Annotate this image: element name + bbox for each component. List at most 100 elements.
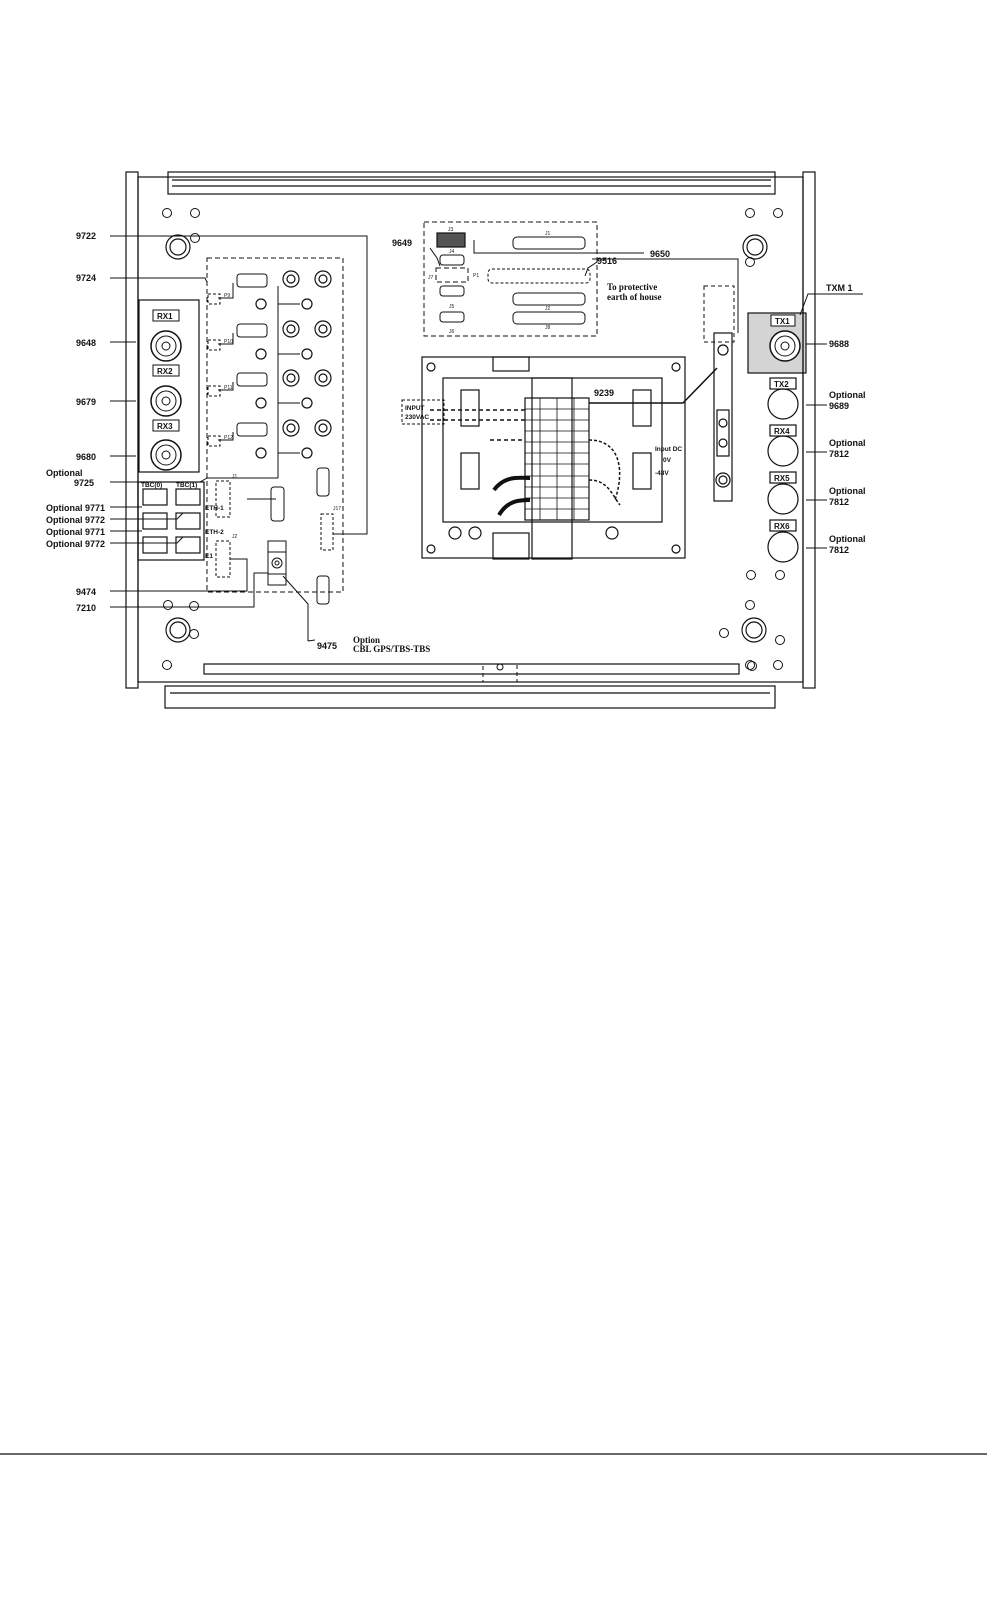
callout-leaders-top — [307, 240, 644, 642]
terminal-block-rows — [525, 398, 589, 520]
callout-optional-9771-a: Optional 9771 — [46, 503, 105, 513]
power-plate — [421, 356, 686, 560]
j6-label: J6 — [449, 329, 455, 335]
callout-9475: 9475 — [317, 641, 337, 651]
callout-7812a: 7812 — [829, 449, 849, 459]
tx-block — [747, 312, 807, 374]
mounting-holes — [162, 208, 785, 671]
callout-9724: 9724 — [76, 273, 96, 283]
bottom-strip — [203, 663, 740, 675]
rx-right-connectors — [767, 377, 799, 563]
input-ac-line2: 230VAC — [405, 414, 429, 421]
earth-wire — [592, 258, 739, 333]
rx6-label: RX6 — [774, 522, 790, 531]
callout-9650: 9650 — [650, 249, 670, 259]
j1-label: J1 — [232, 474, 238, 480]
input-dc-line2: 0V — [663, 457, 672, 464]
rx5-connector-icon — [767, 483, 799, 515]
right-flange — [802, 171, 816, 689]
callout-optional-9772-b: Optional 9772 — [46, 539, 105, 549]
callout-txm1: TXM 1 — [826, 283, 853, 293]
protective-earth-line1: To protective — [607, 282, 657, 292]
callout-7812b: 7812 — [829, 497, 849, 507]
bottom-dashed-item — [482, 663, 518, 683]
p9-label: P9 — [224, 293, 230, 299]
callout-9679: 9679 — [76, 397, 96, 407]
p10-label: P10 — [224, 339, 233, 345]
j7-label: J7 — [428, 275, 434, 281]
top-rail — [167, 171, 776, 195]
option-label: Option — [353, 635, 380, 645]
callout-9689: 9689 — [829, 401, 849, 411]
db9-connectors — [236, 273, 330, 605]
power-cables — [430, 367, 718, 517]
eth2-label: ETH-2 — [205, 529, 224, 536]
rx4-connector-icon — [767, 435, 799, 467]
earth-bar — [713, 332, 733, 502]
callout-7210: 7210 — [76, 603, 96, 613]
input-dc-line1: Input DC — [655, 446, 682, 453]
j2b-label: J2 — [545, 306, 551, 312]
p1-label: P1 — [473, 273, 479, 279]
callout-9239: 9239 — [594, 388, 614, 398]
callout-7812c: 7812 — [829, 545, 849, 555]
j17-label: J17 — [333, 506, 341, 512]
interface-module-outline — [206, 257, 344, 593]
input-dc-line3: -48V — [655, 470, 669, 477]
option-cbl-gps-label: CBL GPS/TBS-TBS — [353, 644, 430, 654]
left-flange — [125, 171, 139, 689]
rx3-label: RX3 — [157, 422, 173, 431]
rx3-connector-icon — [150, 439, 182, 471]
input-ac-line1: INPUT — [405, 405, 425, 412]
tbc0-label: TBC(0) — [141, 482, 162, 489]
bnc-connectors — [255, 270, 332, 459]
rx2-connector-icon — [150, 385, 182, 417]
tx2-label: TX2 — [774, 380, 789, 389]
module-wiring — [206, 283, 300, 479]
callout-9725-optional: Optional — [46, 468, 83, 478]
callout-9474: 9474 — [76, 587, 96, 597]
callout-optional-9772-a: Optional 9772 — [46, 515, 105, 525]
earth-bar-dashed — [703, 285, 735, 343]
p12-label: P12 — [224, 435, 233, 441]
callout-7812a-optional: Optional — [829, 438, 866, 448]
callout-leaders-left — [110, 235, 368, 641]
j3-label: J3 — [448, 227, 454, 233]
rx4-label: RX4 — [774, 427, 790, 436]
input-ac-box — [401, 399, 445, 425]
callout-9689-optional: Optional — [829, 390, 866, 400]
callout-7812c-optional: Optional — [829, 534, 866, 544]
callout-optional-9771-b: Optional 9771 — [46, 527, 105, 537]
j8-label: J8 — [545, 325, 551, 331]
callout-leaders-right — [799, 293, 863, 549]
eth1-label: ETH-1 — [205, 505, 224, 512]
tx2-connector-icon — [767, 388, 799, 420]
large-studs — [165, 234, 768, 643]
gps-module — [267, 540, 287, 586]
callout-9688: 9688 — [829, 339, 849, 349]
rx6-connector-icon — [767, 531, 799, 563]
callout-9648: 9648 — [76, 338, 96, 348]
chassis-outline — [137, 176, 804, 683]
top-connector-panel — [423, 221, 598, 337]
callout-9680: 9680 — [76, 452, 96, 462]
callout-9725: 9725 — [74, 478, 94, 488]
rx1-label: RX1 — [157, 312, 173, 321]
rx-panel — [137, 299, 205, 561]
rx2-label: RX2 — [157, 367, 173, 376]
j5-label: J5 — [449, 304, 455, 310]
bottom-screw-icon — [496, 663, 504, 671]
bottom-rail — [164, 685, 776, 709]
e1-label: E1 — [205, 553, 213, 560]
callout-9516: 9516 — [597, 256, 617, 266]
p11-label: P11 — [224, 385, 233, 391]
callout-9722: 9722 — [76, 231, 96, 241]
protective-earth-line2: earth of house — [607, 292, 662, 302]
tx1-label: TX1 — [775, 317, 790, 326]
j4-label: J4 — [449, 249, 455, 255]
j2-label: J2 — [232, 534, 238, 540]
j1b-label: J1 — [545, 231, 551, 237]
top-connectors — [436, 232, 591, 325]
